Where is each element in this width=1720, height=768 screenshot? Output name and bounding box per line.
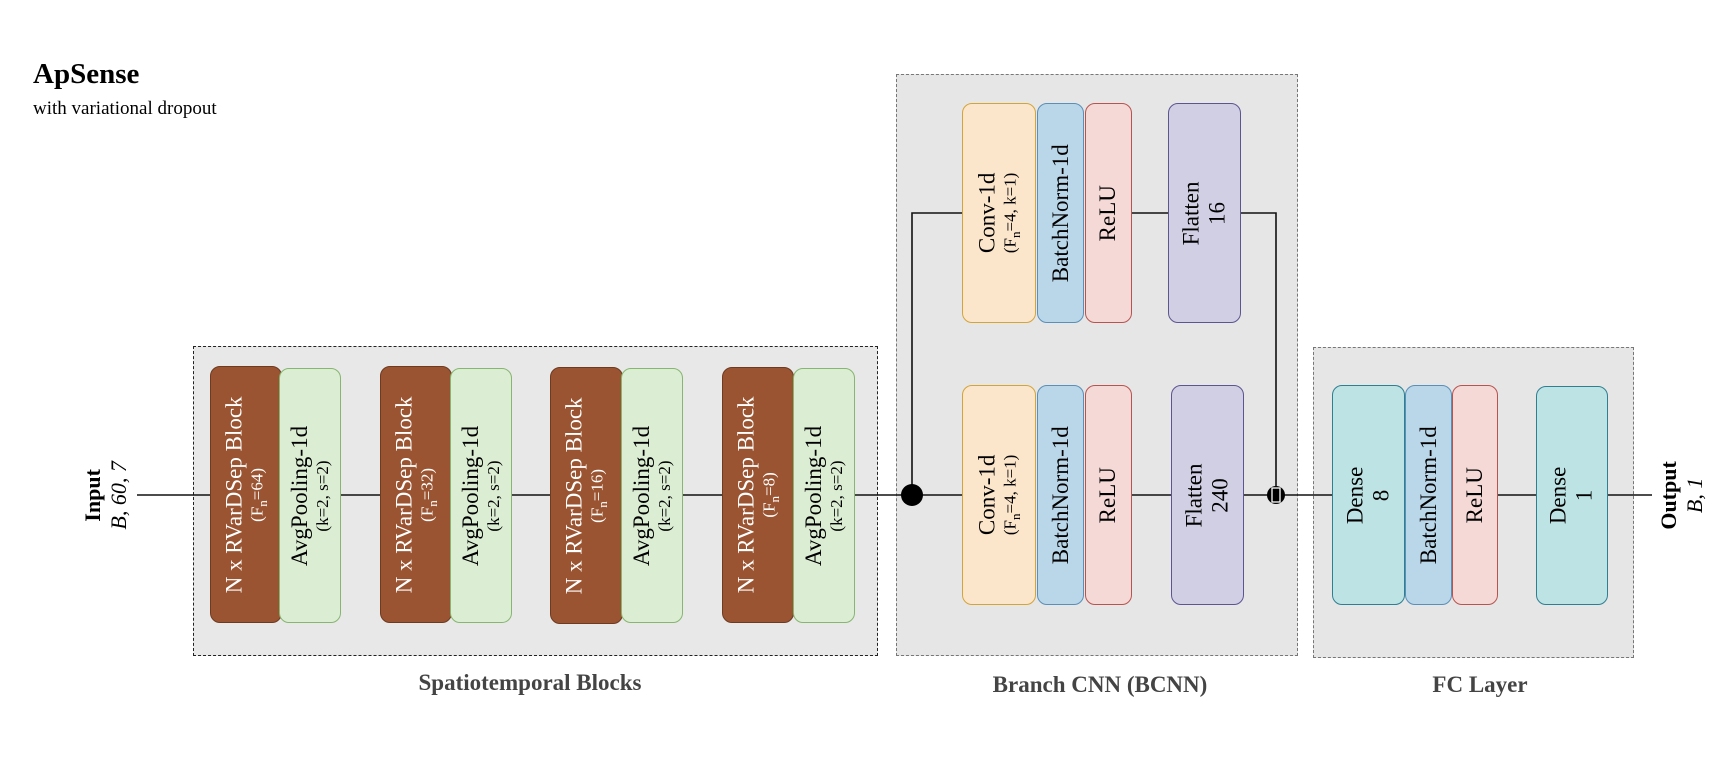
avgpooling-2: AvgPooling-1d(k=2, s=2) — [450, 368, 512, 623]
line-top-flatten-to-concat — [1240, 212, 1277, 495]
concat-node — [1267, 486, 1285, 504]
rvardsep-block-2: N x RVarDSep Block(Fn=32) — [380, 366, 452, 623]
bottom-batchnorm1d: BatchNorm-1d — [1037, 385, 1084, 605]
rvardsep-block-3: N x RVarDSep Block(Fn=16) — [550, 367, 623, 624]
fc-label: FC Layer — [1432, 672, 1528, 697]
split-node — [901, 484, 923, 506]
avgpooling-3: AvgPooling-1d(k=2, s=2) — [621, 368, 683, 623]
top-batchnorm1d: BatchNorm-1d — [1037, 103, 1084, 323]
fc-batchnorm1d: BatchNorm-1d — [1405, 385, 1452, 605]
avgpooling-4: AvgPooling-1d(k=2, s=2) — [793, 368, 855, 623]
rvardsep-block-4: N x RVarDSep Block(Fn=8) — [722, 367, 794, 623]
spatiotemporal-label: Spatiotemporal Blocks — [418, 670, 642, 695]
diagram-subtitle: with variational dropout — [33, 98, 217, 119]
fc-relu: ReLU — [1452, 385, 1498, 605]
line-split-to-top-branch — [911, 212, 962, 495]
concat-node-mark — [1271, 487, 1281, 503]
bottom-relu: ReLU — [1085, 385, 1132, 605]
diagram-title: ApSense — [33, 58, 140, 90]
avgpooling-1: AvgPooling-1d(k=2, s=2) — [279, 368, 341, 623]
bcnn-label: Branch CNN (BCNN) — [992, 672, 1208, 697]
rvardsep-block-1: N x RVarDSep Block(Fn=64) — [210, 366, 282, 623]
top-relu: ReLU — [1085, 103, 1132, 323]
top-conv1d: Conv-1d(Fn=4, k=1) — [962, 103, 1036, 323]
bottom-conv1d: Conv-1d(Fn=4, k=1) — [962, 385, 1036, 605]
